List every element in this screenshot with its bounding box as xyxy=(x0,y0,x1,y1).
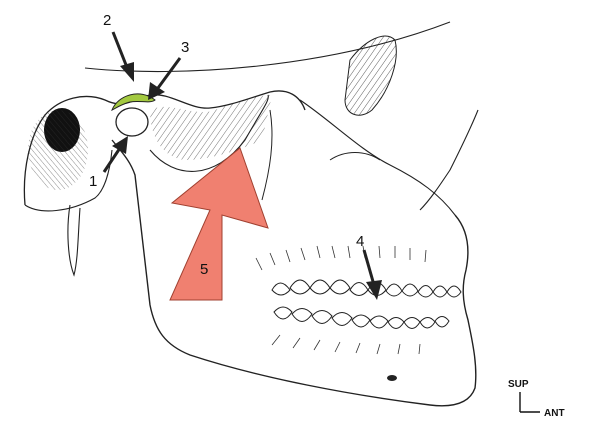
orientation-ant-label: ANT xyxy=(544,408,565,419)
ear-canal-hatch xyxy=(28,110,88,190)
mental-foramen-shape xyxy=(387,375,397,381)
lower-gum-hatch xyxy=(272,335,420,354)
orientation-sup-label: SUP xyxy=(508,379,529,390)
orientation-axes-icon xyxy=(520,392,540,412)
articular-eminence-hatch xyxy=(150,95,272,160)
facial-contour xyxy=(262,110,380,200)
mandible-outline xyxy=(112,140,476,406)
label-2: 2 xyxy=(103,12,111,29)
gum-line-hatch xyxy=(256,246,426,270)
label-4: 4 xyxy=(356,233,364,250)
zygoma-hatch xyxy=(345,36,396,115)
mandibular-condyle xyxy=(116,108,148,136)
lower-teeth xyxy=(274,307,449,329)
label-1: 1 xyxy=(89,173,97,190)
maxilla-outline xyxy=(300,100,478,215)
label-3: 3 xyxy=(181,39,189,56)
label-5: 5 xyxy=(200,261,208,278)
styloid-process-shape xyxy=(68,205,80,275)
